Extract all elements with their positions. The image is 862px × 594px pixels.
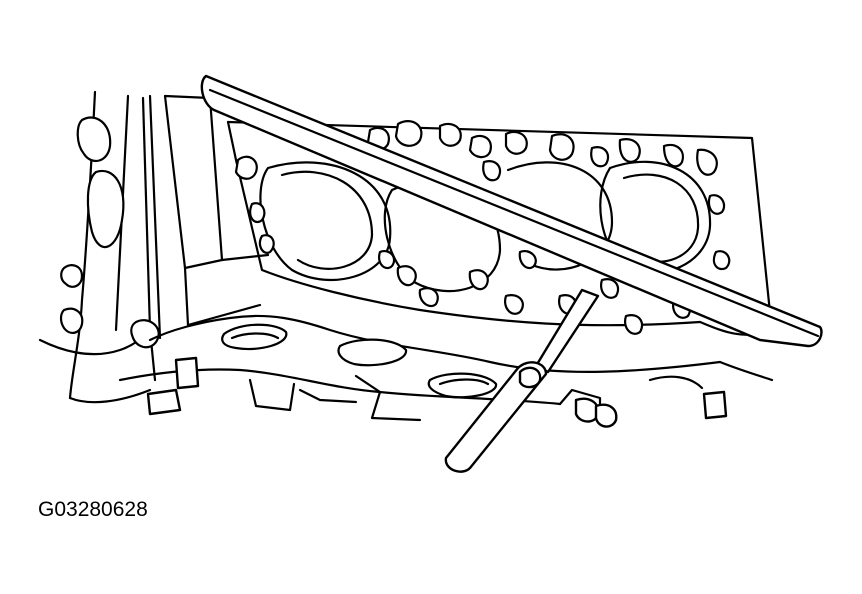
straightedge-tool <box>200 74 823 348</box>
figure-id-label: G03280628 <box>38 498 148 521</box>
feeler-gauge-tool <box>444 288 600 473</box>
cylinder-head-deck-surface <box>226 120 774 336</box>
cylinder-head-left-end <box>38 90 162 404</box>
cylinder-head-side-ports <box>118 314 774 428</box>
cylinder-head-rear-panel <box>163 94 270 327</box>
